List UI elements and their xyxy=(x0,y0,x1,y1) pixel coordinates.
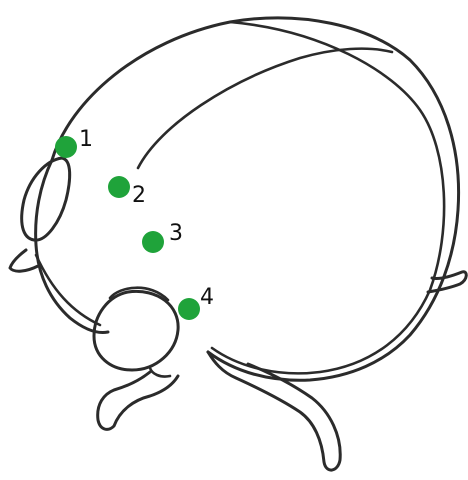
head-lobe xyxy=(94,291,178,370)
middle-leg xyxy=(208,352,340,470)
marker-2: 2 xyxy=(108,176,146,208)
marker-1-dot xyxy=(55,136,77,158)
marker-2-dot xyxy=(108,176,130,198)
elytra-seam xyxy=(138,49,392,168)
marker-1-label: 1 xyxy=(79,127,93,152)
marker-3: 3 xyxy=(142,221,183,253)
shell-outline xyxy=(52,18,459,380)
front-leg xyxy=(98,372,178,429)
antenna-stub xyxy=(10,250,38,271)
beetle-drawing xyxy=(10,18,466,470)
shell-rim xyxy=(212,22,444,373)
marker-3-label: 3 xyxy=(169,221,183,246)
marker-3-dot xyxy=(142,231,164,253)
mouthpart xyxy=(150,368,170,377)
eye-shape xyxy=(22,158,70,240)
marker-4-label: 4 xyxy=(200,285,214,310)
marker-4: 4 xyxy=(178,285,214,320)
marker-4-dot xyxy=(178,298,200,320)
marker-2-label: 2 xyxy=(132,183,146,208)
marker-1: 1 xyxy=(55,127,93,158)
